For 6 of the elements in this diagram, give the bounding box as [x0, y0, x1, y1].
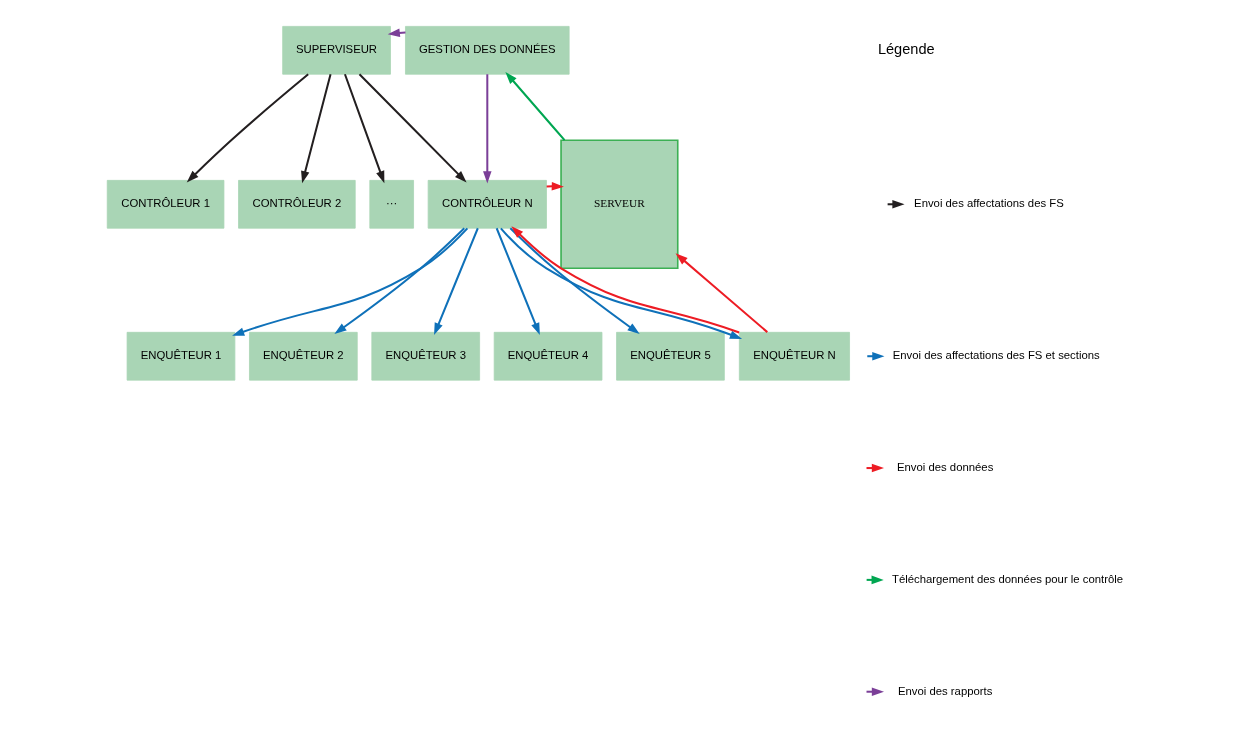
- legend-label: Envoi des affectations des FS et sections: [892, 349, 1100, 362]
- legend-label: Envoi des affectations des FS: [913, 197, 1064, 210]
- legend-label: Envoi des rapports: [897, 684, 992, 697]
- label: Légende: [877, 40, 935, 57]
- legend-label: Téléchargement des données pour le contrôle: [891, 572, 1123, 585]
- legend-label: Envoi des données: [896, 461, 993, 474]
